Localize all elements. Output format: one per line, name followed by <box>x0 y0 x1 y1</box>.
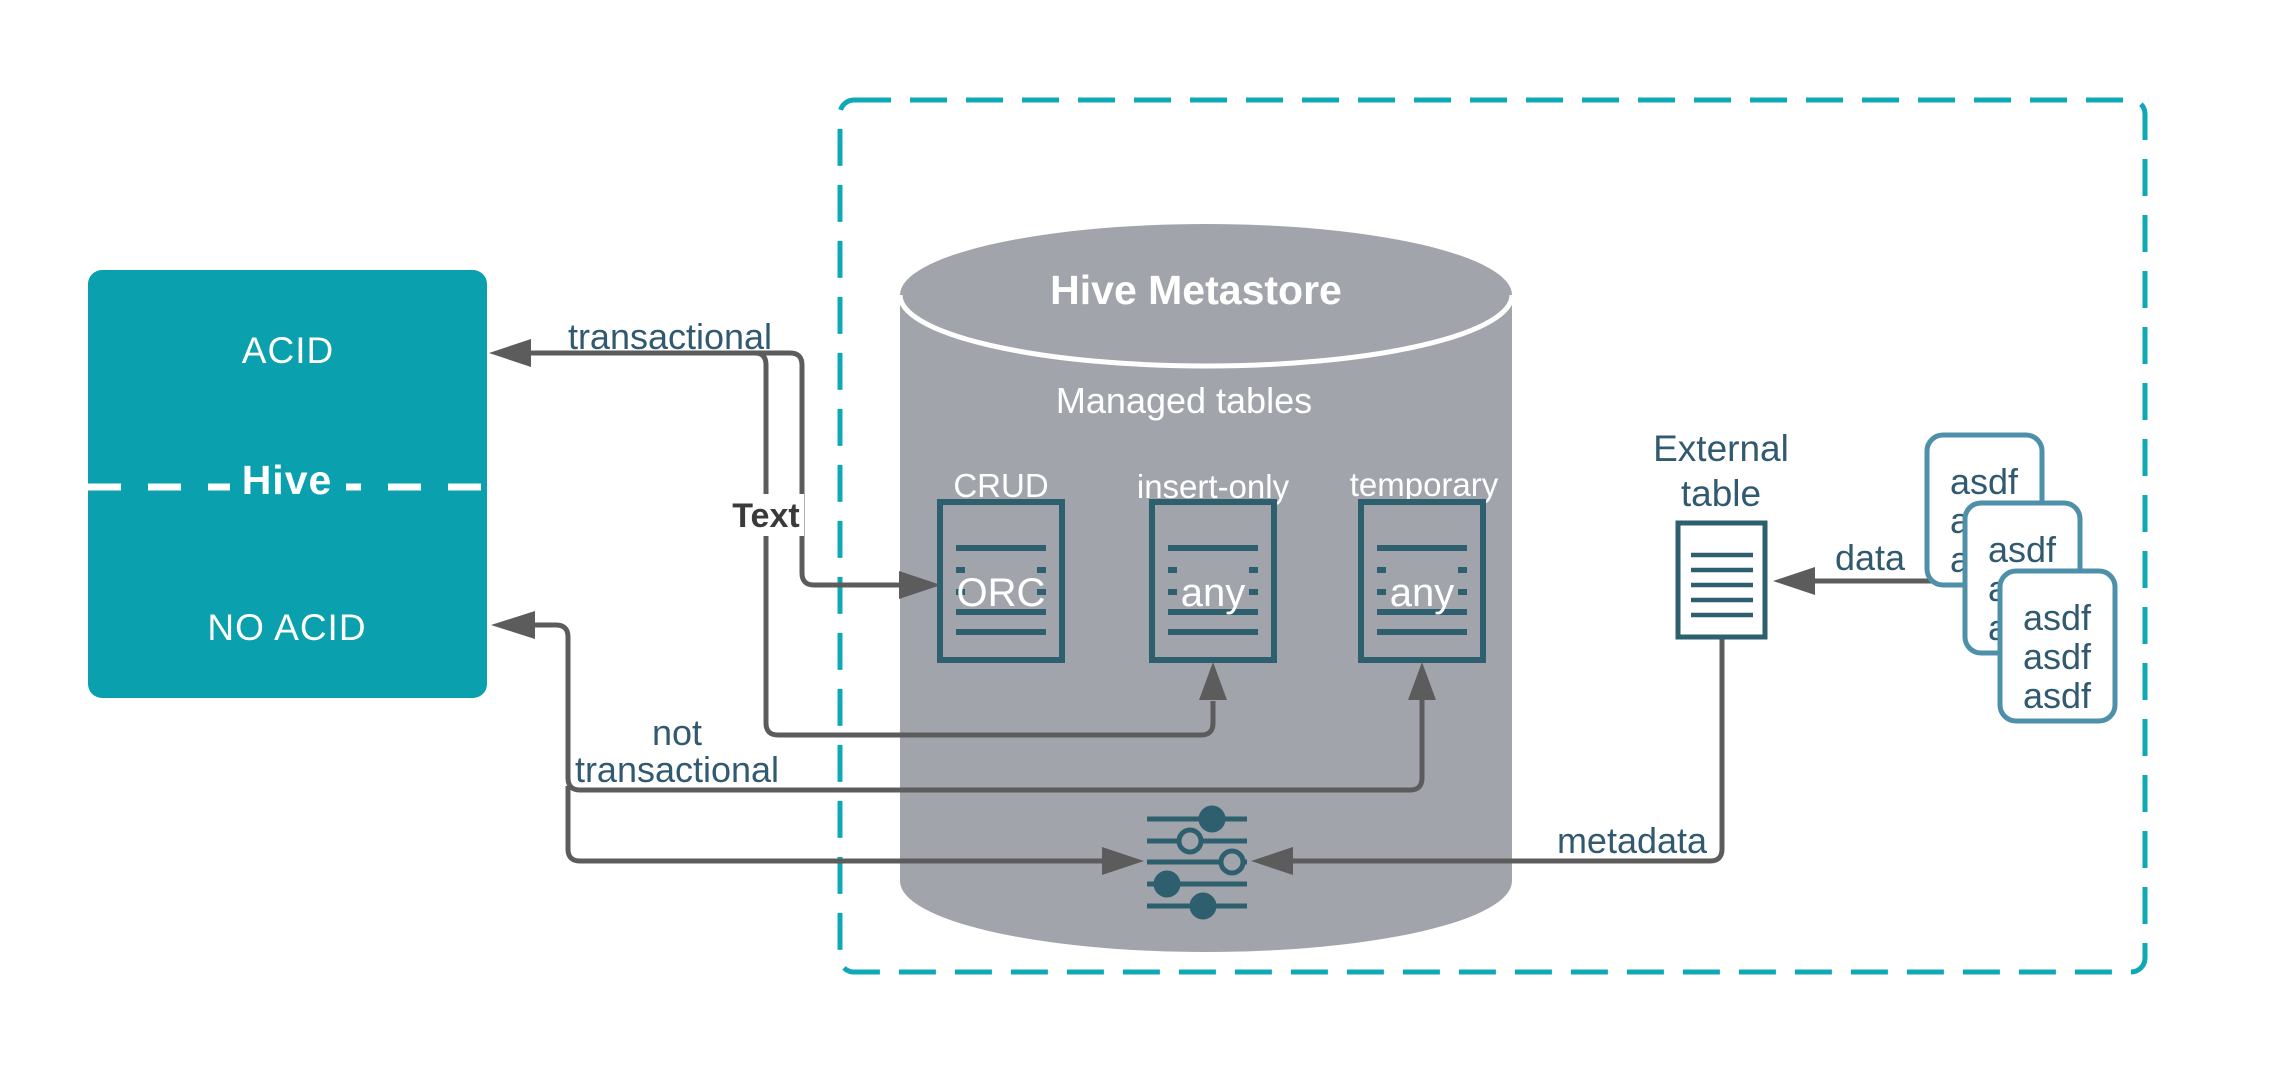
insert-only-format: any <box>1181 571 1246 615</box>
arrowhead-into-insert-only <box>1199 662 1227 700</box>
metastore-dashed-boundary <box>837 97 2148 975</box>
sliders-icon <box>1147 805 1247 920</box>
not-transactional-label-line1: not <box>652 712 702 753</box>
document-icon <box>1358 499 1486 663</box>
file-text-line: asdf <box>1988 529 2057 570</box>
file-text-line: asdf <box>1950 461 2019 502</box>
arrowhead-into-orc <box>899 571 941 599</box>
external-table-label-line2: table <box>1681 473 1761 514</box>
temporary-label: temporary <box>1350 466 1499 503</box>
managed-table-insert-only: insert-only any <box>1137 468 1290 663</box>
hive-box: ACID Hive NO ACID <box>88 270 487 698</box>
text-tag-bg <box>728 494 804 536</box>
database-cylinder-icon <box>897 224 1515 952</box>
edge-metadata <box>1293 637 1725 864</box>
arrowhead-into-config-right <box>1251 847 1293 875</box>
document-icon <box>937 499 1065 663</box>
managed-tables-label: Managed tables <box>1056 380 1312 421</box>
edge-text-insert-only <box>754 350 1216 738</box>
metastore-title: Hive Metastore <box>1050 267 1342 313</box>
hive-label: Hive <box>242 457 333 503</box>
edge-to-config <box>565 786 1102 864</box>
document-icon <box>1149 499 1277 663</box>
metadata-label: metadata <box>1557 820 1708 861</box>
file-text-line: asdf <box>2023 636 2092 677</box>
data-label: data <box>1835 537 1906 578</box>
arrowhead-into-acid <box>489 339 531 367</box>
document-icon <box>1675 520 1768 640</box>
file-card: asdf asdf asdf <box>1997 568 2118 724</box>
temporary-format: any <box>1390 571 1455 615</box>
arrowhead-into-no-acid <box>491 611 535 639</box>
file-text-line: asdf <box>2023 675 2092 716</box>
not-transactional-label-line2: transactional <box>575 749 779 790</box>
crud-format: ORC <box>957 571 1046 615</box>
external-table-label-line1: External <box>1653 428 1789 469</box>
arrowhead-into-config-left <box>1102 847 1144 875</box>
crud-label: CRUD <box>953 467 1048 504</box>
insert-only-label: insert-only <box>1137 468 1290 505</box>
data-files-stack: asdf asdf asdf asdf asdf asdf asdf asdf … <box>1924 432 2118 724</box>
edge-transactional <box>531 350 899 588</box>
arrowhead-into-external-table <box>1773 567 1815 595</box>
file-text-line: asdf <box>2023 597 2092 638</box>
transactional-label: transactional <box>568 316 772 357</box>
acid-label: ACID <box>242 330 334 371</box>
no-acid-label: NO ACID <box>207 607 366 648</box>
edges <box>531 350 2058 864</box>
edge-not-transactional <box>535 622 1425 793</box>
arrowhead-into-temporary <box>1408 662 1436 700</box>
external-table: External table <box>1653 428 1789 640</box>
managed-table-crud: CRUD ORC <box>937 467 1065 663</box>
text-tag-label: Text <box>732 497 799 535</box>
managed-table-temporary: temporary any <box>1350 466 1499 663</box>
arrowheads <box>489 339 1815 875</box>
